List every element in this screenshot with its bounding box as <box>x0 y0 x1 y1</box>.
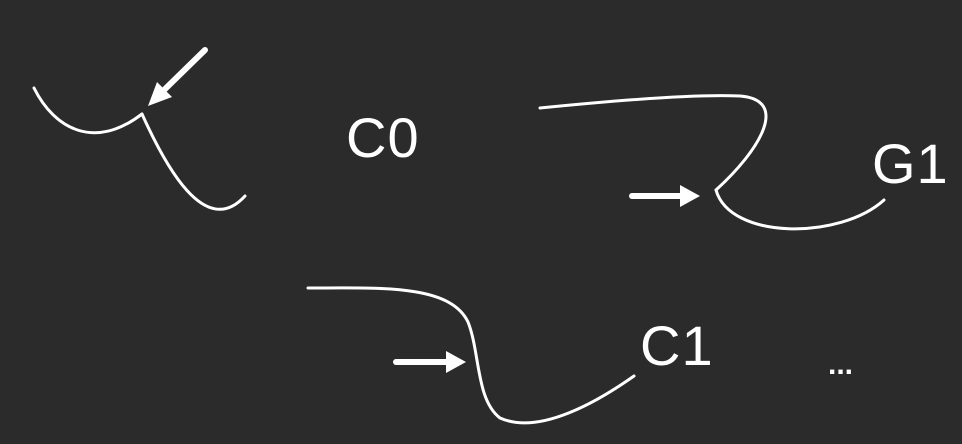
c0-label: C0 <box>346 106 420 169</box>
ellipsis-label: ... <box>828 348 854 381</box>
g1-arrow-icon <box>629 185 700 207</box>
g1-label: G1 <box>872 132 949 195</box>
c1-label: C1 <box>640 314 714 377</box>
c0-left-curve <box>32 86 144 135</box>
g1-bottom-curve <box>714 188 886 231</box>
c0-example <box>32 47 247 211</box>
c0-arrow-icon <box>148 47 208 106</box>
c0-right-curve <box>140 112 247 211</box>
g1-example <box>538 94 886 231</box>
g1-top-curve <box>538 94 768 192</box>
c1-curve <box>306 286 636 425</box>
c1-arrow-icon <box>393 351 466 373</box>
c1-example <box>306 286 636 425</box>
